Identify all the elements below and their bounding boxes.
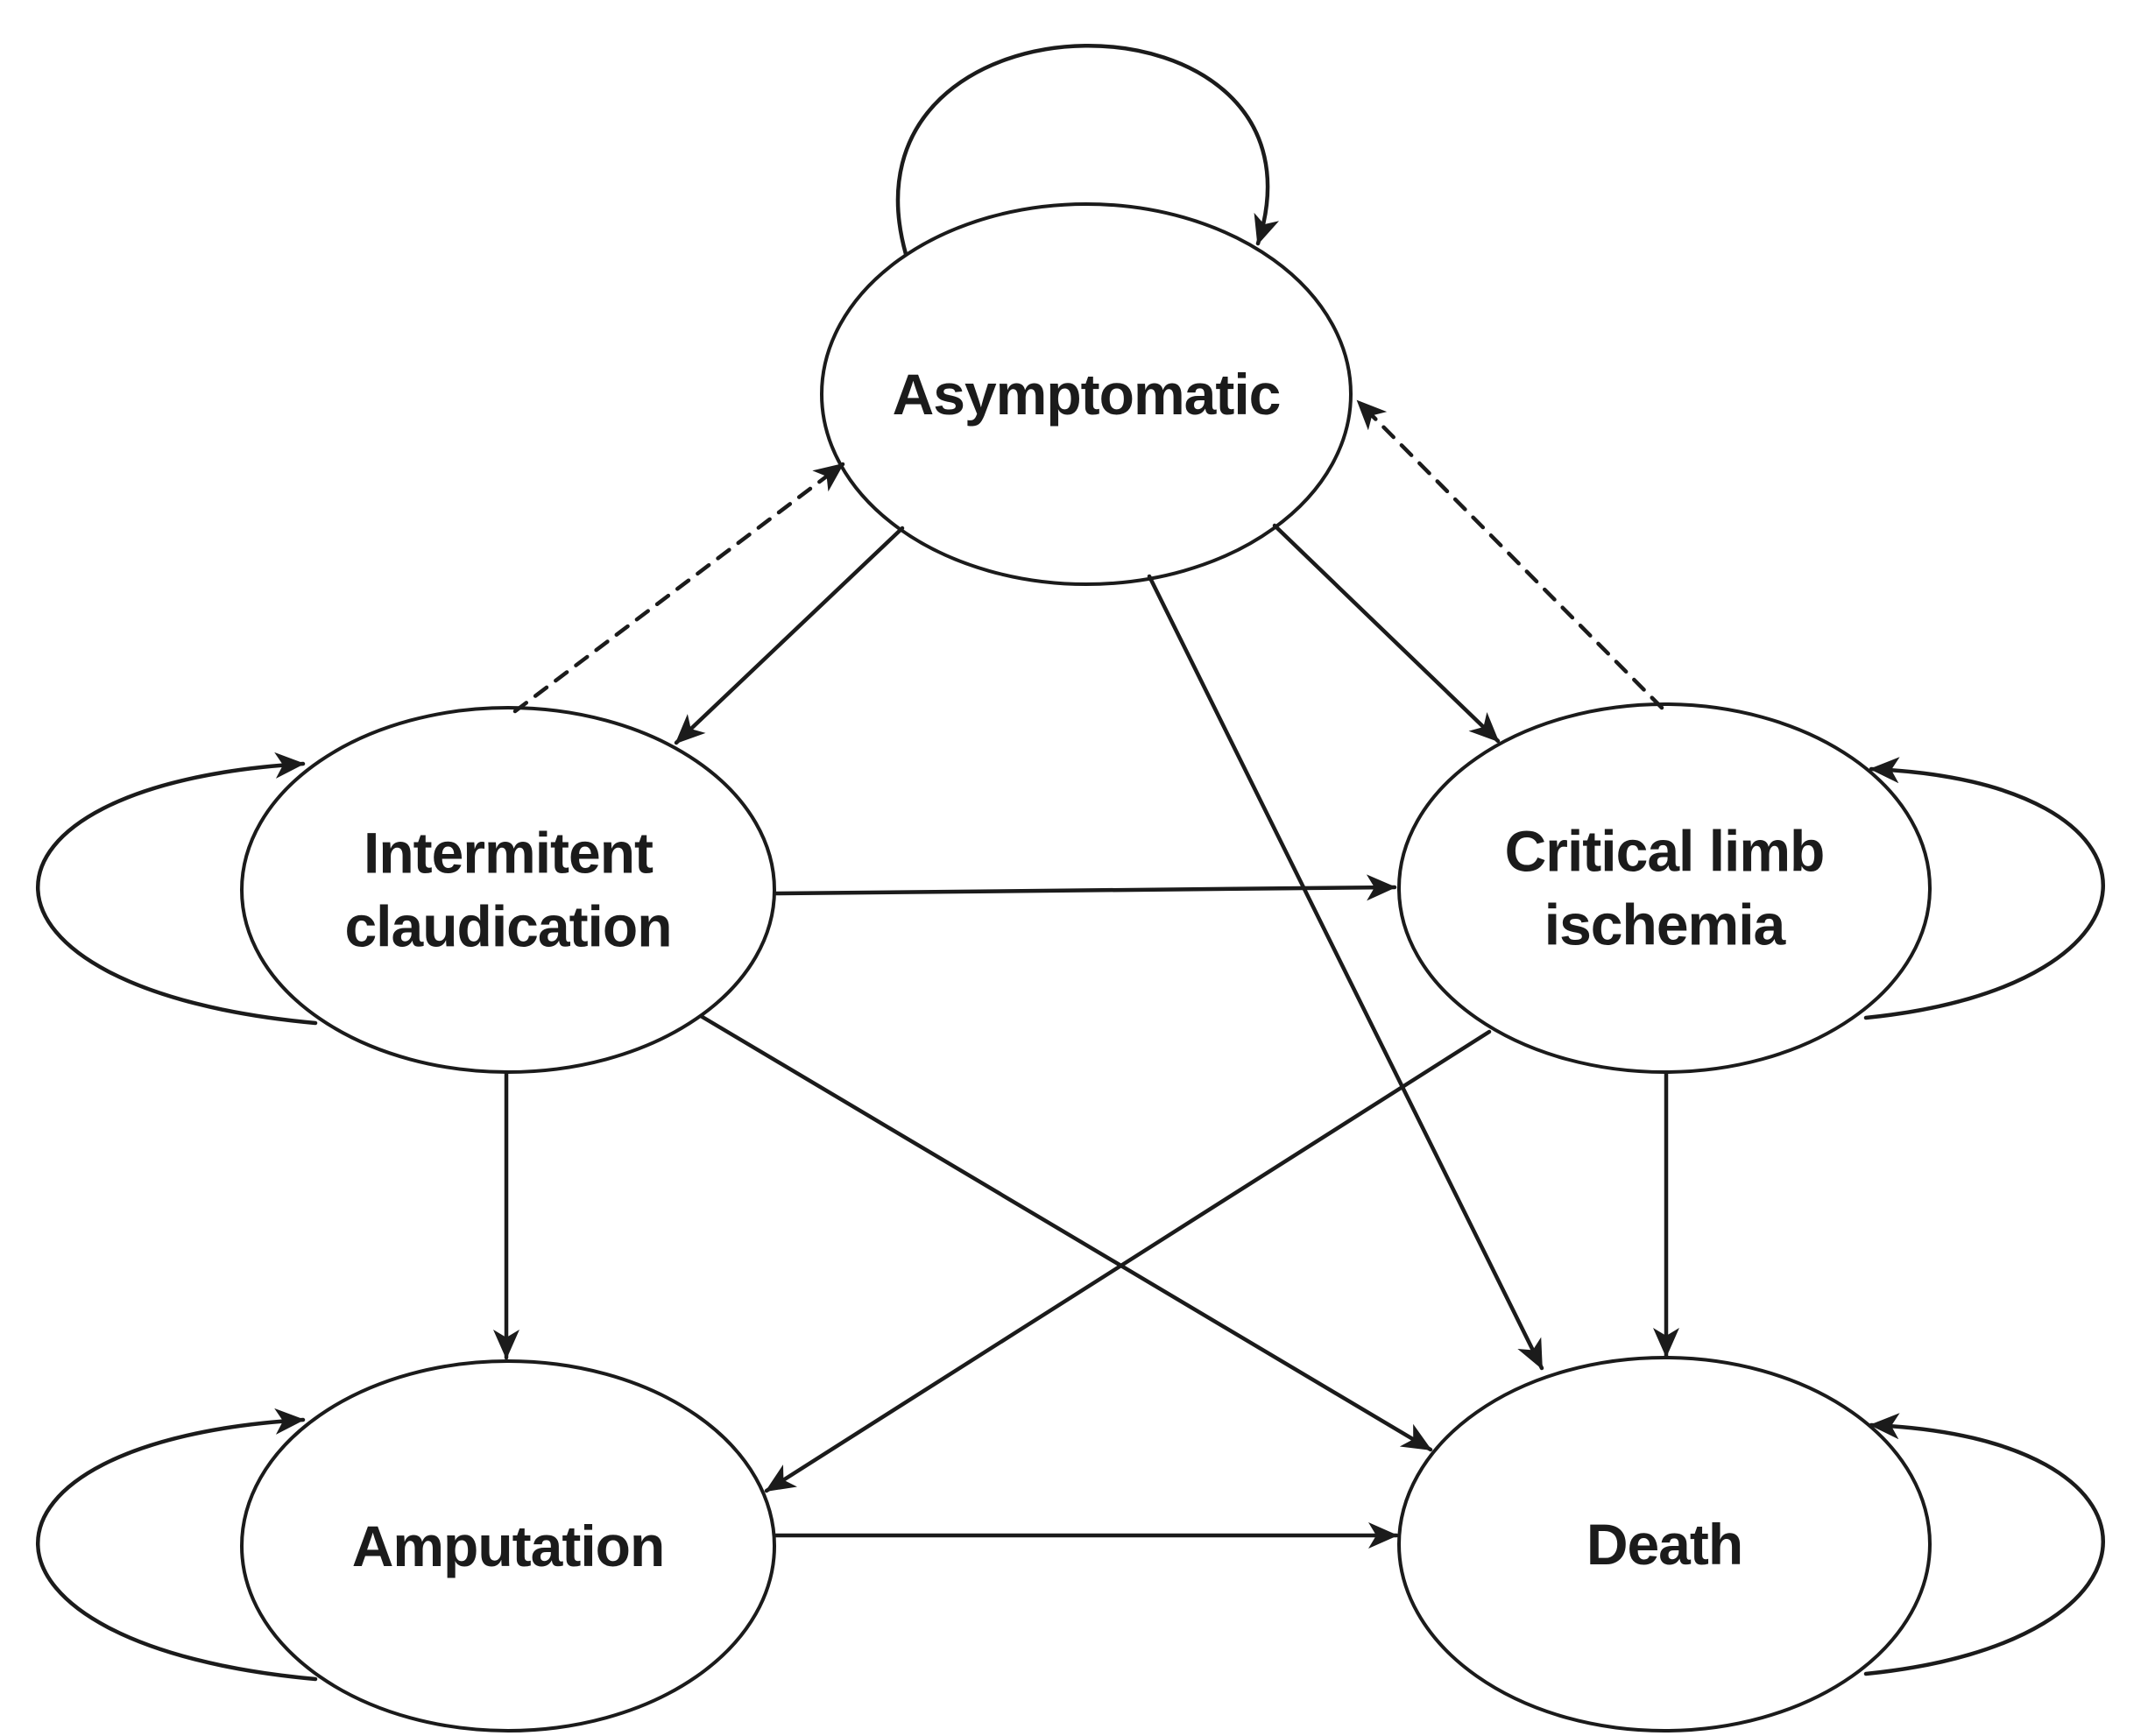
self-loop-critical-limb-ischemia xyxy=(1863,757,2105,1020)
edge-intermitent-claudication-to-asymptomatic-dashed xyxy=(512,462,845,714)
node-asymptomatic-label: Asymptomatic xyxy=(892,361,1282,427)
self-loop-asymptomatic xyxy=(896,44,1280,257)
node-intermitent-claudication-label: Intermitent claudication xyxy=(344,820,672,959)
self-loop-intermitent-claudication xyxy=(36,752,318,1026)
node-death-shape xyxy=(1397,1356,1932,1732)
edge-intermitent-claudication-to-critical-limb-ischemia xyxy=(774,874,1397,901)
edge-asymptomatic-to-critical-limb-ischemia xyxy=(1272,523,1501,744)
edge-asymptomatic-to-intermitent-claudication xyxy=(674,526,905,745)
node-asymptomatic-shape xyxy=(820,202,1353,586)
node-intermitent-claudication-shape xyxy=(240,706,776,1074)
node-critical-limb-ischemia-shape xyxy=(1397,702,1932,1074)
edge-intermitent-claudication-to-death xyxy=(698,1013,1433,1452)
edge-asymptomatic-to-death xyxy=(1147,574,1544,1371)
self-loop-amputation xyxy=(36,1408,318,1682)
edge-critical-limb-ischemia-to-asymptomatic-dashed xyxy=(1355,399,1664,710)
node-amputation-shape xyxy=(240,1359,776,1732)
node-death-label: Death xyxy=(1586,1511,1743,1577)
node-amputation-label: Amputation xyxy=(351,1513,666,1578)
node-critical-limb-ischemia-label: Critical limb ischemia xyxy=(1504,818,1826,957)
self-loop-death xyxy=(1863,1413,2105,1676)
edge-critical-limb-ischemia-to-amputation xyxy=(764,1029,1492,1493)
